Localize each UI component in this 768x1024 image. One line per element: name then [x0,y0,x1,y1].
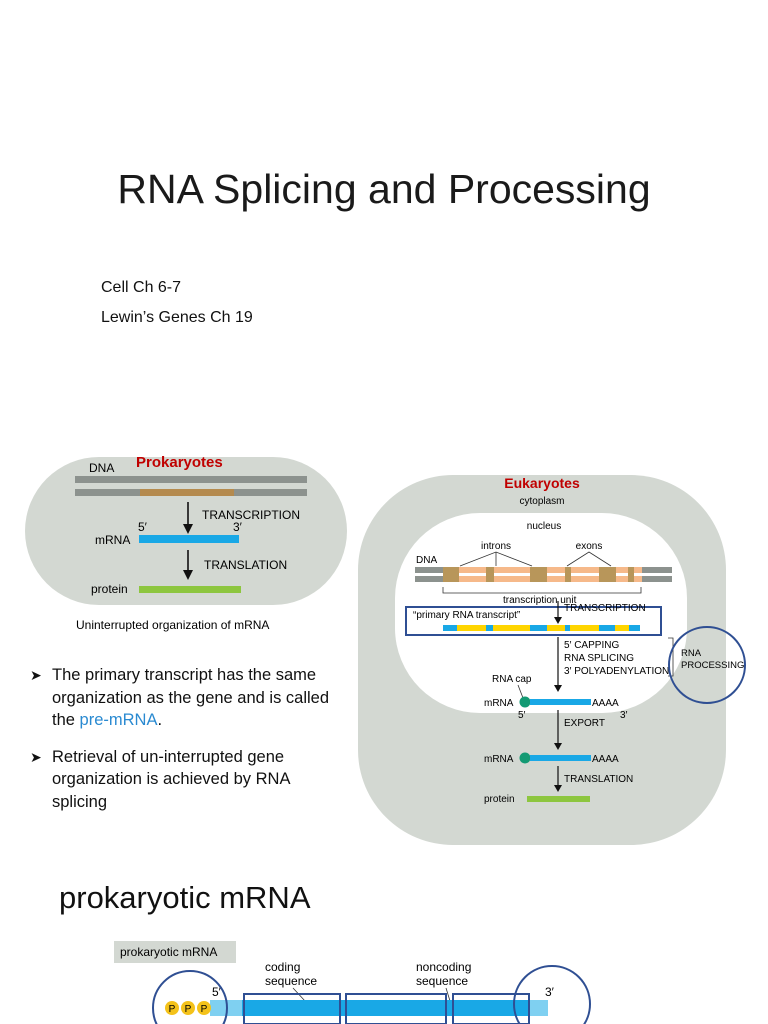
prokaryotic-mrna-tag [114,941,236,963]
prok-dna-strand-top [75,476,307,483]
section-heading: prokaryotic mRNA [59,880,311,915]
exons-label: exons [576,541,603,552]
bullet-list: ➤The primary transcript has the same org… [30,664,330,827]
step-export: EXPORT [564,718,605,729]
step-polyadenylation: 3′ POLYADENYLATION [564,666,669,677]
prok-caption: Uninterrupted organization of mRNA [76,618,269,632]
prok-mrna-label: mRNA [95,533,130,547]
step-capping: 5′ CAPPING [564,640,619,651]
noncoding-label-1: noncoding [416,960,471,974]
phosphate-icon [165,1001,179,1015]
poly-a-tail: AAAA [592,698,619,709]
poly-a-tail-2: AAAA [592,754,619,765]
primary-transcript-label: “primary RNA transcript” [413,610,520,621]
coding-label-1: coding [265,960,300,974]
phosphate-icon [197,1001,211,1015]
prok-mrna-five-prime: 5′ [212,985,222,999]
euk-three-prime: 3′ [620,710,628,721]
coding-box-3 [452,993,530,1024]
euk-dna-label: DNA [416,555,437,566]
prokaryote-diagram: Prokaryotes DNA TRANSCRIPTION 5′ 3′ mRNA… [25,454,347,632]
rna-processing-line2: PROCESSING [681,660,744,671]
euk-protein-label: protein [484,794,515,805]
prok-protein [139,586,241,593]
rna-cap [519,696,531,708]
euk-mrna-label-2: mRNA [484,754,514,765]
prok-mrna-three-prime: 3′ [545,985,555,999]
phosphate-label: P [185,1004,192,1015]
phosphate-label: P [169,1004,176,1015]
euk-mrna-2 [530,755,591,761]
prok-protein-label: protein [91,582,128,596]
prokaryotic-mrna-diagram: prokaryotic mRNA coding sequence noncodi… [114,941,591,1024]
subtitle-line-1: Cell Ch 6-7 [101,279,182,296]
euk-step-translation: TRANSLATION [564,774,633,785]
slide-title: RNA Splicing and Processing [117,166,651,212]
step-splicing: RNA SPLICING [564,653,634,664]
prok-gene [140,489,234,496]
phosphate-label: P [201,1004,208,1015]
bullet-item: ➤The primary transcript has the same org… [30,666,330,729]
pre-mrna-highlight: pre-mRNA [79,711,158,729]
coding-box-2 [345,993,447,1024]
euk-step-transcription: TRANSCRIPTION [564,603,646,614]
euk-mrna [530,699,591,705]
bullet-arrow-icon: ➤ [30,667,42,683]
euk-mrna-label: mRNA [484,698,514,709]
bullet-arrow-icon: ➤ [30,748,42,765]
noncoding-label-2: sequence [416,974,468,988]
transcription-unit-label: transcription unit [503,595,577,606]
coding-box-1 [243,993,341,1024]
prok-five-prime: 5′ [138,520,148,534]
prok-step-translation: TRANSLATION [204,558,287,572]
rna-processing-line1: RNA [681,648,702,659]
phosphate-icon [181,1001,195,1015]
prok-three-prime: 3′ [233,520,243,534]
transcription-unit-bracket [442,587,642,594]
eukaryote-diagram: Eukaryotes cytoplasm nucleus introns exo… [358,475,746,845]
subtitle-line-2: Lewin’s Genes Ch 19 [101,309,253,326]
prok-mrna [139,535,239,543]
primary-transcript-box [405,606,662,636]
rna-processing-circle [668,626,746,704]
eukaryotes-heading: Eukaryotes [504,475,580,491]
prok-mrna-strand [210,1000,548,1016]
prokaryotes-heading: Prokaryotes [136,454,223,471]
rna-cap-2 [519,752,531,764]
cytoplasm-label: cytoplasm [519,496,564,507]
nucleus-label: nucleus [527,521,561,532]
prok-step-transcription: TRANSCRIPTION [202,508,300,522]
introns-label: introns [481,541,511,552]
bullet-item: ➤Retrieval of un-interrupted gene organi… [30,747,290,811]
five-prime-circle [152,970,228,1024]
three-prime-circle [513,965,591,1024]
rna-cap-label: RNA cap [492,674,532,685]
euk-protein [527,796,590,802]
prokaryotic-mrna-tag-label: prokaryotic mRNA [120,945,217,959]
euk-five-prime: 5′ [518,710,526,721]
coding-label-2: sequence [265,974,317,988]
prok-dna-label: DNA [89,461,114,475]
